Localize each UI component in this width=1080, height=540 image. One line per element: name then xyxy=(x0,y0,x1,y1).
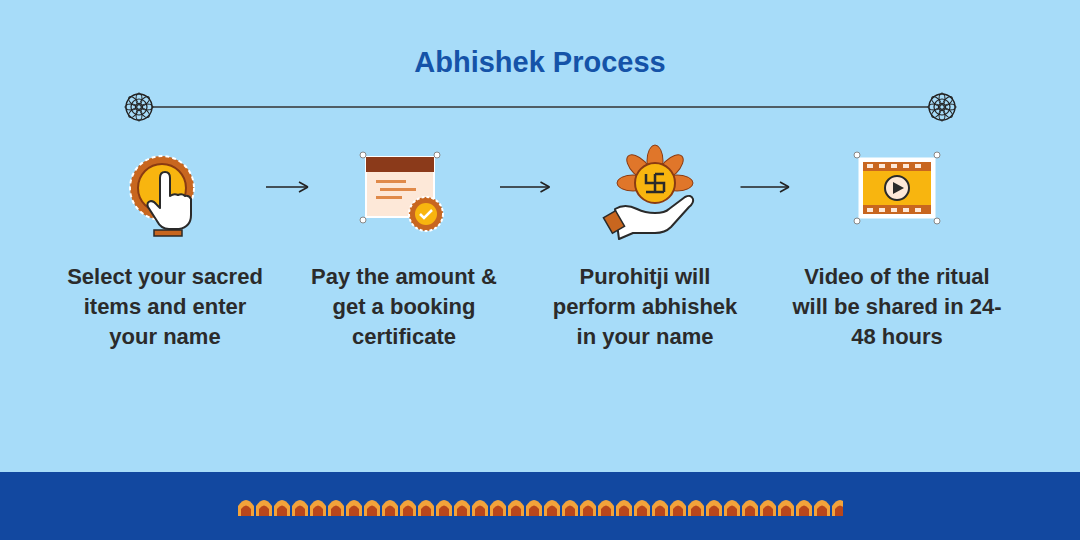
process-step: Purohitji will perform abhishek in your … xyxy=(550,150,741,352)
flow-arrow xyxy=(500,182,550,192)
flow-arrow xyxy=(741,182,790,192)
process-step: Video of the ritual will be shared in 24… xyxy=(789,150,1005,352)
process-step: Select your sacred items and enter your … xyxy=(64,150,266,352)
step-label: Purohitji will perform abhishek in your … xyxy=(552,262,739,352)
step-label: Video of the ritual will be shared in 24… xyxy=(791,262,1003,352)
process-step: Pay the amount & get a booking certifica… xyxy=(308,150,500,352)
diagram-title: Abhishek Process xyxy=(0,46,1080,79)
flow-arrow xyxy=(266,182,308,192)
step-label: Pay the amount & get a booking certifica… xyxy=(310,262,498,352)
step-label: Select your sacred items and enter your … xyxy=(66,262,264,352)
